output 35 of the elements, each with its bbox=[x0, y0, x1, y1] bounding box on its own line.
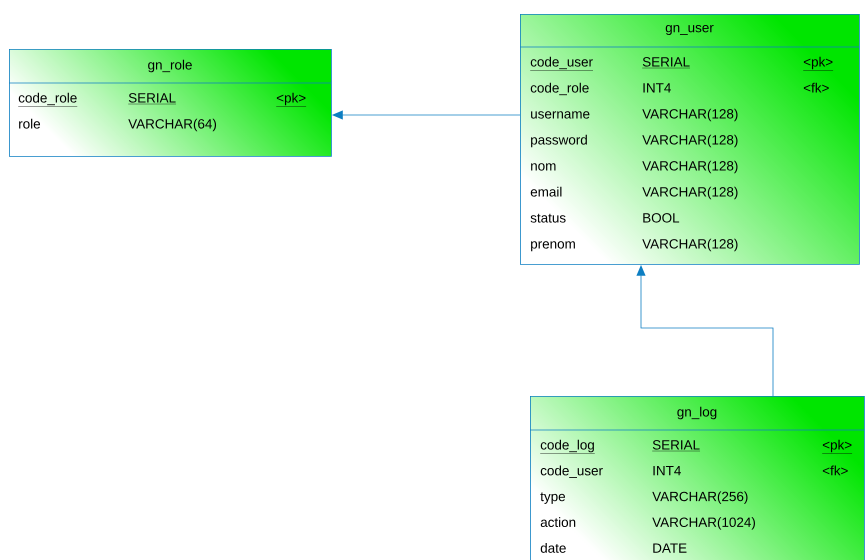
data-type: DATE bbox=[653, 543, 686, 553]
table-title: gn_log bbox=[677, 406, 716, 420]
data-type: VARCHAR(128) bbox=[642, 160, 738, 174]
data-type: VARCHAR(1024) bbox=[652, 517, 755, 530]
data-type: VARCHAR(64) bbox=[128, 118, 216, 132]
key-marker: <fk> bbox=[804, 82, 829, 92]
column-name: email bbox=[530, 186, 562, 197]
column-name: code_user bbox=[540, 466, 603, 478]
column-name: nom bbox=[531, 163, 556, 171]
column-name: prenom bbox=[531, 241, 575, 252]
column-name: username bbox=[531, 111, 590, 119]
data-type: VARCHAR(128) bbox=[642, 238, 738, 252]
data-type: VARCHAR(256) bbox=[652, 491, 748, 504]
column-name: code_user bbox=[530, 56, 594, 71]
column-name: type bbox=[540, 492, 566, 504]
column-name: code_role bbox=[530, 82, 589, 96]
data-type: VARCHAR(128) bbox=[642, 186, 738, 200]
data-type: SERIAL bbox=[128, 93, 176, 104]
data-type: INT4 bbox=[653, 466, 681, 476]
data-type: BOOL bbox=[643, 213, 680, 223]
data-type: VARCHAR(128) bbox=[642, 108, 738, 122]
column-name: role bbox=[19, 118, 40, 129]
key-marker: <fk> bbox=[822, 466, 848, 476]
data-type: SERIAL bbox=[642, 57, 690, 68]
column-name: password bbox=[531, 134, 587, 148]
column-name: status bbox=[530, 214, 566, 223]
data-type: INT4 bbox=[643, 83, 671, 92]
column-name: action bbox=[540, 517, 576, 528]
data-type: VARCHAR(128) bbox=[642, 134, 738, 148]
column-name: code_log bbox=[540, 440, 595, 454]
table-title: gn_role bbox=[148, 60, 192, 72]
column-name: code_role bbox=[18, 92, 78, 107]
data-type: SERIAL bbox=[652, 440, 700, 452]
column-name: date bbox=[540, 542, 566, 553]
table-title: gn_user bbox=[666, 24, 714, 36]
